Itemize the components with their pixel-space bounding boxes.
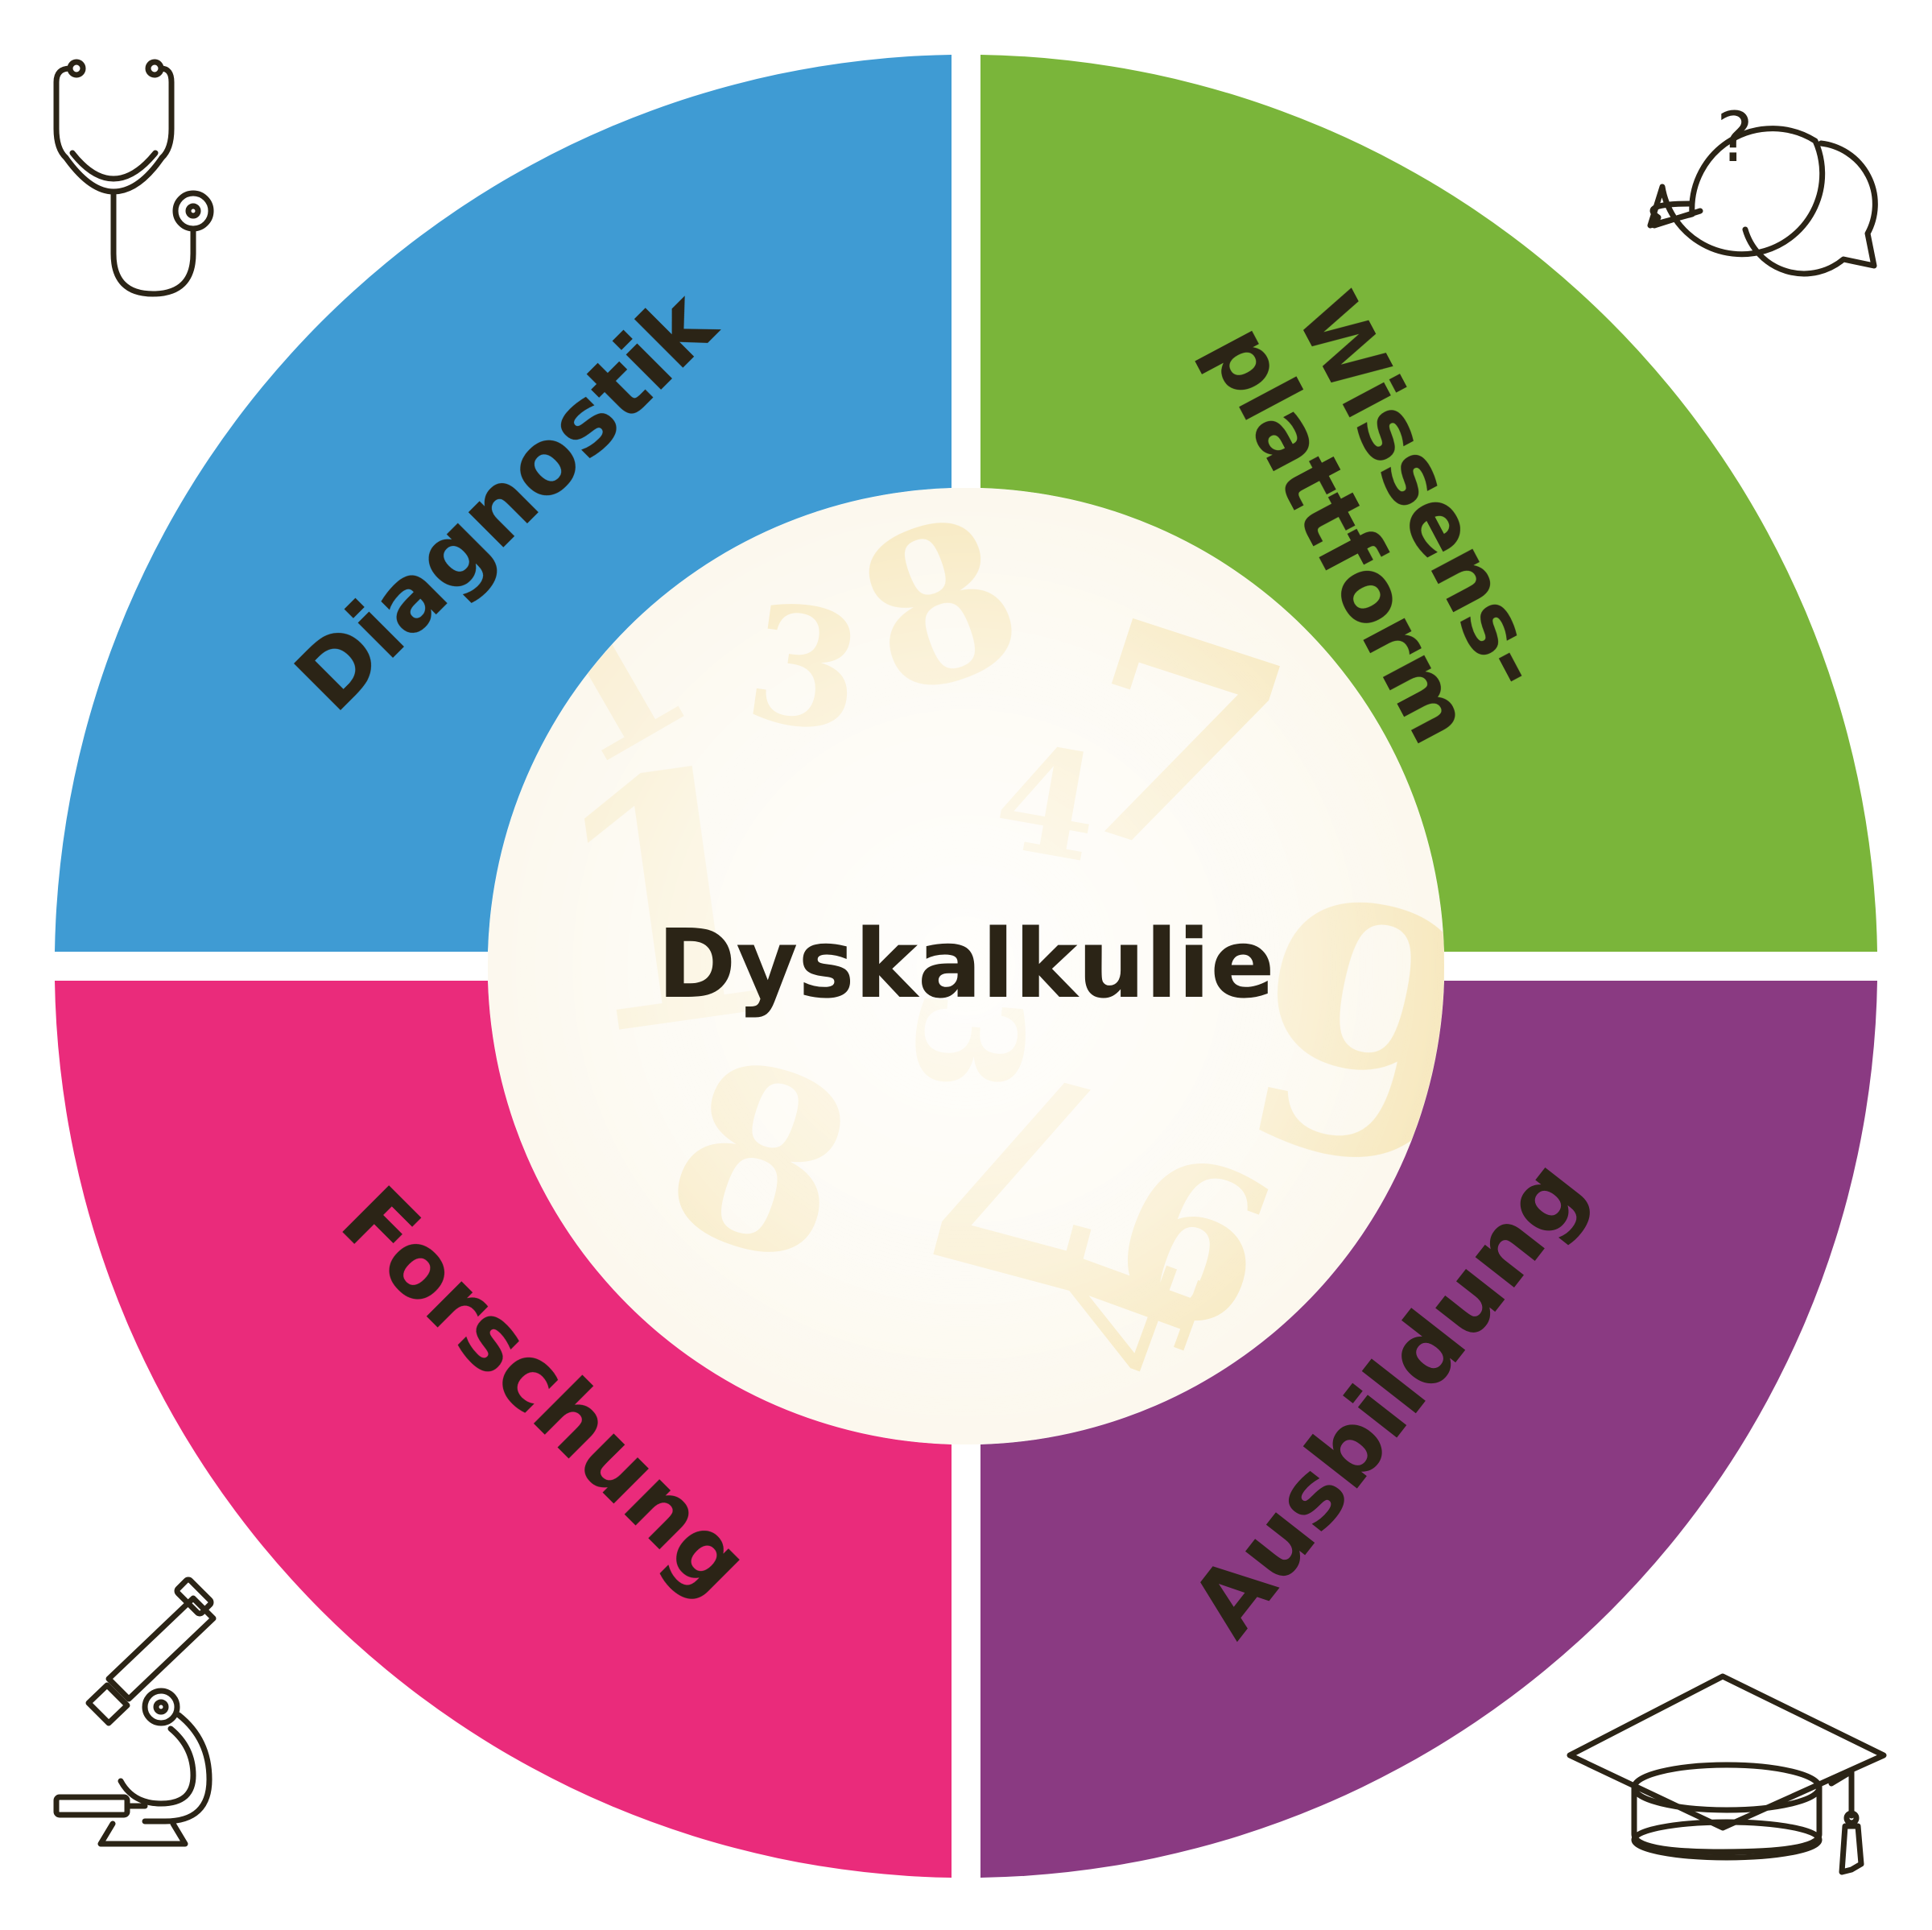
stethoscope-icon [53, 59, 214, 297]
center-title: Dyskalkulie [657, 908, 1274, 1019]
segment-ausbildung [980, 981, 1877, 1878]
segment-wissensplattform [980, 55, 1877, 952]
graduation-cap-icon [1567, 1673, 1887, 1875]
segment-forschung [55, 981, 952, 1878]
speech-bubbles-question-icon: ? [1647, 97, 1878, 277]
segment-diagnostik [55, 55, 952, 952]
question-mark: ? [1716, 97, 1753, 178]
microscope-icon [53, 1577, 217, 1847]
center-circle: 1 3 4 7 8 9 3 1 7 8 9 4 [488, 488, 1444, 1444]
